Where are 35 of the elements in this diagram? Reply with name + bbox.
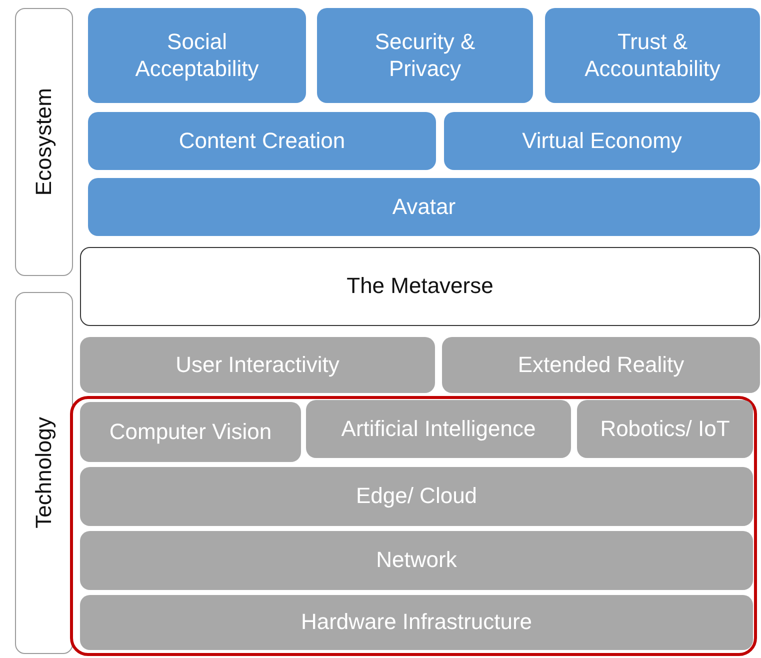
band-label-box [15,8,73,276]
layer-label: Computer Vision [108,418,273,446]
layer-box [80,247,760,326]
layer-box [80,402,301,462]
layer-box [88,112,436,170]
band-label: Ecosystem [31,88,57,196]
layer-box [80,337,435,393]
highlight-frame [70,396,757,656]
layer-label: The Metaverse [346,273,494,300]
band-label: Technology [31,417,57,529]
layer-box [317,8,533,103]
layer-box [545,8,760,103]
layer-label: Artificial Intelligence [340,416,537,442]
layer-label: Avatar [391,194,457,220]
layer-label: Trust & Accountability [584,29,722,82]
layer-box [444,112,760,170]
layer-box [577,400,753,458]
layer-label: User Interactivity [174,352,340,378]
layer-box [442,337,760,393]
layer-label: Extended Reality [516,352,686,378]
layer-label: Network [375,547,458,574]
layer-label: Hardware Infrastructure [300,609,534,636]
layer-label: Virtual Economy [521,128,683,154]
layer-box [80,531,753,590]
layer-box [88,8,306,103]
layer-label: Edge/ Cloud [354,483,478,510]
layer-label: Security & Privacy [374,29,476,82]
layer-box [80,595,753,650]
band-label-box [15,292,73,654]
layer-box [88,178,760,236]
layer-label: Social Acceptability [134,29,260,82]
layer-label: Content Creation [178,128,346,154]
layer-label: Robotics/ IoT [599,416,731,442]
layer-box [306,400,571,458]
layer-box [80,467,753,526]
